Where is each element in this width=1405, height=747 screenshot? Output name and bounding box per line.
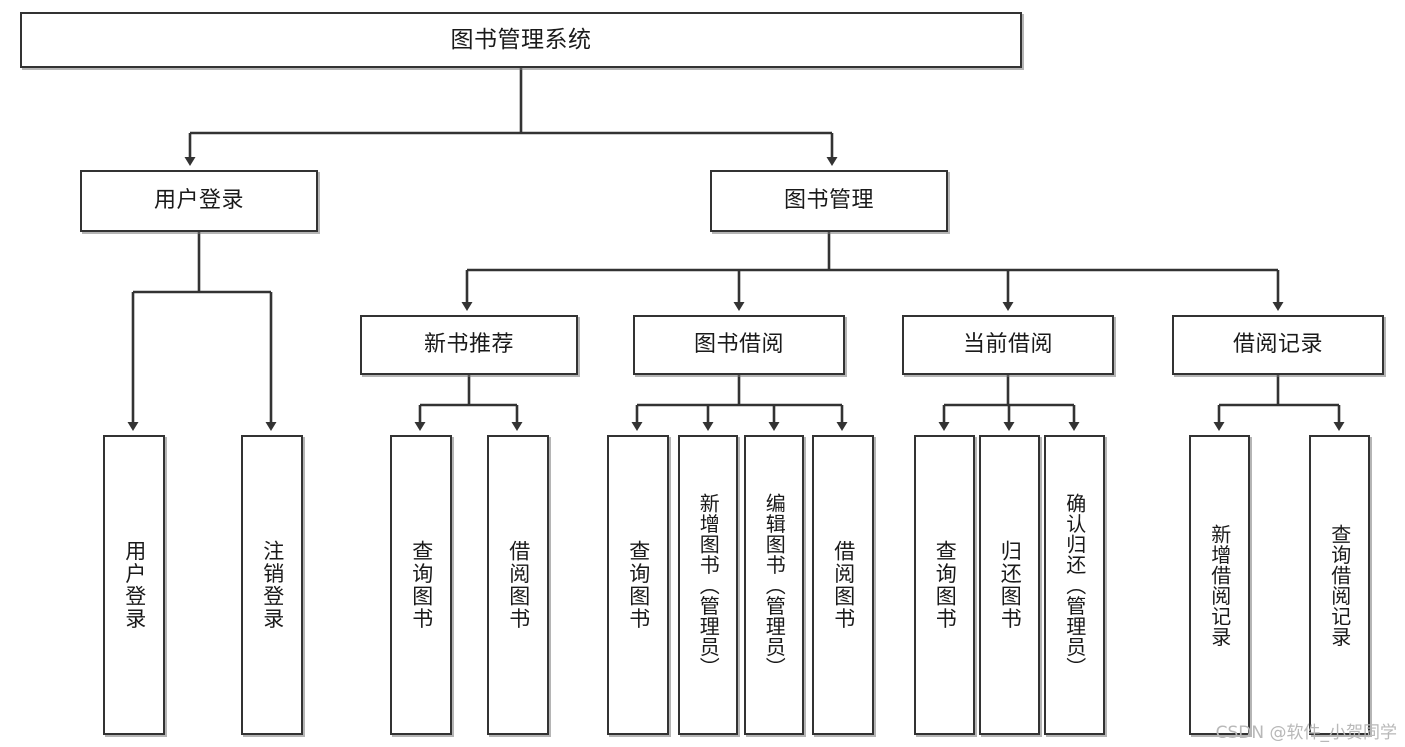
node-leaf-query-book-2[interactable]: 查询图书 <box>607 435 669 735</box>
node-leaf-add-record-label: 新增借阅记录 <box>1207 523 1232 647</box>
node-current-borrow-label: 当前借阅 <box>962 332 1053 358</box>
node-leaf-confirm-return[interactable]: 确认归还（管理员） <box>1044 435 1105 735</box>
node-leaf-query-book-3[interactable]: 查询图书 <box>914 435 975 735</box>
node-leaf-edit-book-label: 编辑图书（管理员） <box>762 492 787 678</box>
node-leaf-query-record[interactable]: 查询借阅记录 <box>1309 435 1370 735</box>
node-new-book-recommend-label: 新书推荐 <box>423 332 514 358</box>
node-leaf-query-book-3-label: 查询图书 <box>933 540 958 630</box>
node-leaf-return-book[interactable]: 归还图书 <box>979 435 1040 735</box>
node-leaf-borrow-book-2-label: 借阅图书 <box>831 540 856 630</box>
node-book-borrow-label: 图书借阅 <box>693 332 784 358</box>
node-leaf-borrow-book-2[interactable]: 借阅图书 <box>812 435 874 735</box>
node-current-borrow[interactable]: 当前借阅 <box>902 315 1114 375</box>
node-leaf-return-book-label: 归还图书 <box>998 540 1023 630</box>
node-leaf-borrow-book-1-label: 借阅图书 <box>506 540 531 630</box>
node-leaf-query-book-1-label: 查询图书 <box>409 540 434 630</box>
node-leaf-borrow-book-1[interactable]: 借阅图书 <box>487 435 549 735</box>
node-user-login-label: 用户登录 <box>153 188 244 214</box>
node-leaf-add-book[interactable]: 新增图书（管理员） <box>678 435 738 735</box>
node-borrow-record[interactable]: 借阅记录 <box>1172 315 1384 375</box>
node-borrow-record-label: 借阅记录 <box>1232 332 1323 358</box>
node-leaf-add-book-label: 新增图书（管理员） <box>696 492 721 678</box>
node-book-management[interactable]: 图书管理 <box>710 170 948 232</box>
node-leaf-logout[interactable]: 注销登录 <box>241 435 303 735</box>
node-leaf-confirm-return-label: 确认归还（管理员） <box>1062 492 1087 678</box>
node-leaf-edit-book[interactable]: 编辑图书（管理员） <box>744 435 804 735</box>
node-leaf-user-login[interactable]: 用户登录 <box>103 435 165 735</box>
node-book-borrow[interactable]: 图书借阅 <box>633 315 845 375</box>
node-leaf-user-login-label: 用户登录 <box>122 540 147 630</box>
node-leaf-query-record-label: 查询借阅记录 <box>1327 523 1352 647</box>
csdn-watermark: CSDN @软件_小贺同学 <box>1215 723 1397 743</box>
node-leaf-query-book-1[interactable]: 查询图书 <box>390 435 452 735</box>
node-root[interactable]: 图书管理系统 <box>20 12 1022 68</box>
node-leaf-query-book-2-label: 查询图书 <box>626 540 651 630</box>
node-user-login[interactable]: 用户登录 <box>80 170 318 232</box>
node-root-label: 图书管理系统 <box>450 26 592 53</box>
node-leaf-logout-label: 注销登录 <box>260 540 285 630</box>
node-leaf-add-record[interactable]: 新增借阅记录 <box>1189 435 1250 735</box>
node-new-book-recommend[interactable]: 新书推荐 <box>360 315 578 375</box>
node-book-management-label: 图书管理 <box>783 188 874 214</box>
